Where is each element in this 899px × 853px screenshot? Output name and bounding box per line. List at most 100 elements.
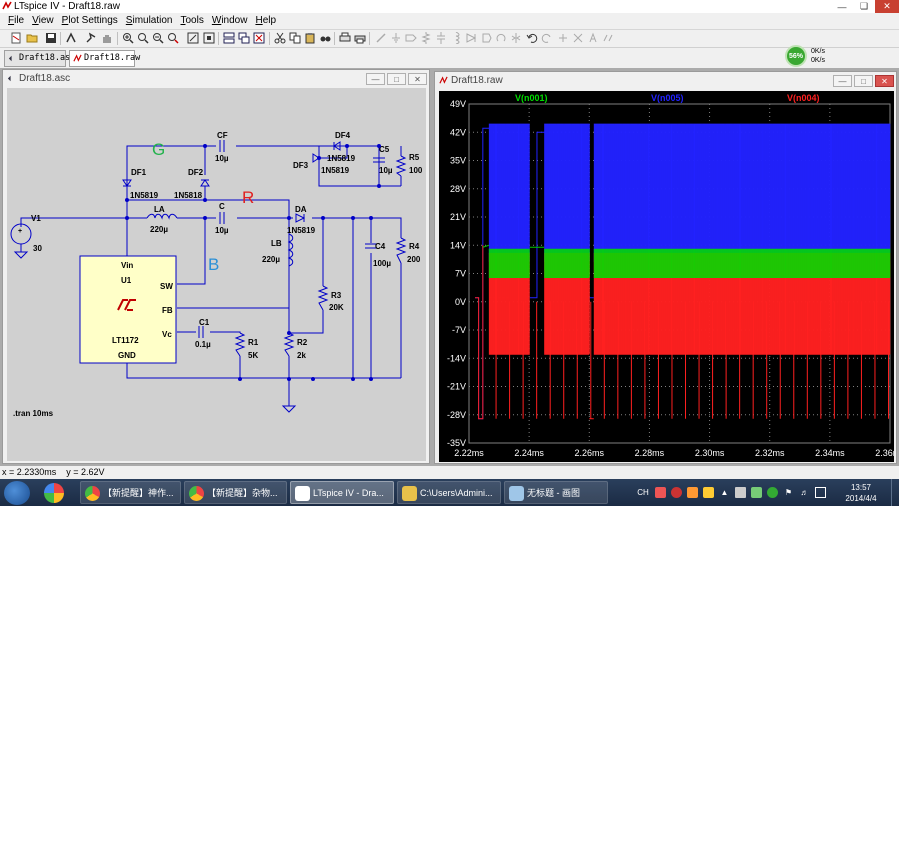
c1-capacitor[interactable] xyxy=(198,326,204,338)
show-desktop-button[interactable] xyxy=(891,479,899,506)
move-icon[interactable] xyxy=(571,31,585,45)
halt-hand-icon[interactable] xyxy=(100,31,114,45)
zoom-in-icon[interactable] xyxy=(121,31,135,45)
df4-diode[interactable] xyxy=(333,141,341,151)
r3-resistor[interactable] xyxy=(317,285,329,311)
c4-capacitor[interactable] xyxy=(365,243,377,249)
menu-help[interactable]: Help xyxy=(255,15,277,26)
trace-label-vn004[interactable]: V(n004) xyxy=(787,93,820,103)
r4-resistor[interactable] xyxy=(395,237,407,264)
find-icon[interactable] xyxy=(318,31,332,45)
flag-icon[interactable]: ⚑ xyxy=(784,488,793,497)
text-icon[interactable] xyxy=(586,31,600,45)
schematic-close-button[interactable]: ✕ xyxy=(408,73,427,85)
menu-file[interactable]: File xyxy=(8,15,25,26)
schematic-maximize-button[interactable]: □ xyxy=(387,73,406,85)
trace-label-vn001[interactable]: V(n001) xyxy=(515,93,548,103)
waveform-minimize-button[interactable]: — xyxy=(833,75,852,87)
taskbar-ltspice[interactable]: LTspice IV - Dra... xyxy=(290,481,394,504)
ime-icon[interactable] xyxy=(655,487,666,498)
cf-capacitor[interactable] xyxy=(219,140,225,152)
mirror-icon[interactable] xyxy=(509,31,523,45)
print-preview-icon[interactable] xyxy=(338,31,352,45)
menu-simulation[interactable]: Simulation xyxy=(125,15,173,26)
control-panel-icon[interactable] xyxy=(64,31,78,45)
restore-button[interactable]: ❏ xyxy=(859,1,869,11)
waveform-maximize-button[interactable]: □ xyxy=(854,75,873,87)
security-icon[interactable] xyxy=(671,487,682,498)
da-diode[interactable] xyxy=(295,213,306,223)
c5-capacitor[interactable] xyxy=(373,157,385,163)
menu-plot-settings[interactable]: Plot Settings xyxy=(61,15,118,26)
taskbar-explorer[interactable]: C:\Users\Admini... xyxy=(397,481,501,504)
r2-label: R2 xyxy=(297,338,308,347)
drag-icon[interactable] xyxy=(556,31,570,45)
network-icon[interactable] xyxy=(815,487,826,498)
tab-draft18-raw[interactable]: Draft18.raw xyxy=(69,50,140,67)
autorange-icon[interactable] xyxy=(186,31,200,45)
minimize-button[interactable]: — xyxy=(837,1,847,12)
shield-icon[interactable] xyxy=(751,487,762,498)
component-icon[interactable] xyxy=(479,31,493,45)
v1-source[interactable]: + xyxy=(10,223,32,259)
clock[interactable]: 13:57 2014/4/4 xyxy=(831,482,891,504)
tile-horizontal-icon[interactable] xyxy=(222,31,236,45)
df2-diode[interactable] xyxy=(200,179,210,187)
la-inductor[interactable] xyxy=(146,213,178,220)
diode-icon[interactable] xyxy=(464,31,478,45)
r1-resistor[interactable] xyxy=(234,332,246,357)
print-icon[interactable] xyxy=(353,31,367,45)
zoom-pan-icon[interactable] xyxy=(136,31,150,45)
spice-directive-icon[interactable] xyxy=(601,31,615,45)
language-indicator[interactable]: CH xyxy=(637,488,649,497)
taskbar-browser-2[interactable]: 【新提醒】杂物... xyxy=(184,481,287,504)
label-net-icon[interactable] xyxy=(404,31,418,45)
cascade-icon[interactable] xyxy=(237,31,251,45)
trace-label-vn005[interactable]: V(n005) xyxy=(651,93,684,103)
start-button[interactable] xyxy=(4,481,30,505)
rotate-icon[interactable] xyxy=(494,31,508,45)
cut-icon[interactable] xyxy=(273,31,287,45)
menu-view[interactable]: View xyxy=(32,15,54,26)
open-folder-icon[interactable] xyxy=(25,31,39,45)
ground-icon[interactable] xyxy=(389,31,403,45)
r2-resistor[interactable] xyxy=(283,332,295,357)
usb-icon[interactable] xyxy=(735,487,746,498)
volume-icon[interactable]: ♬ xyxy=(800,488,809,497)
undo-icon[interactable] xyxy=(525,31,539,45)
run-icon[interactable] xyxy=(84,31,98,45)
draw-wire-icon[interactable] xyxy=(374,31,388,45)
spice-directive[interactable]: .tran 10ms xyxy=(13,409,54,418)
df1-diode[interactable] xyxy=(122,179,132,187)
r5-resistor[interactable] xyxy=(395,155,407,177)
menu-window[interactable]: Window xyxy=(211,15,248,26)
resistor-icon[interactable] xyxy=(419,31,433,45)
new-schematic-icon[interactable] xyxy=(9,31,23,45)
zoom-out-icon[interactable] xyxy=(151,31,165,45)
capacitor-icon[interactable] xyxy=(434,31,448,45)
zoom-fit-icon[interactable] xyxy=(166,31,180,45)
close-all-icon[interactable] xyxy=(252,31,266,45)
tab-draft18-asc[interactable]: Draft18.asc xyxy=(4,50,75,67)
redo-icon[interactable] xyxy=(540,31,554,45)
lb-inductor[interactable] xyxy=(287,233,294,267)
paste-icon[interactable] xyxy=(303,31,317,45)
taskbar-paint[interactable]: 无标题 - 画图 xyxy=(504,481,608,504)
zoom-box-icon[interactable] xyxy=(202,31,216,45)
save-icon[interactable] xyxy=(44,31,58,45)
chat-icon[interactable] xyxy=(767,487,778,498)
schematic-canvas[interactable]: + V1 30 Vin U1 SW FB Vc LT1172 GND xyxy=(7,88,426,461)
schematic-minimize-button[interactable]: — xyxy=(366,73,385,85)
menu-tools[interactable]: Tools xyxy=(180,15,204,26)
close-button[interactable]: ✕ xyxy=(875,0,899,13)
inductor-icon[interactable] xyxy=(449,31,463,45)
copy-icon[interactable] xyxy=(288,31,302,45)
arrow-up-icon[interactable]: ▲ xyxy=(720,488,729,497)
tray-app-icon[interactable] xyxy=(687,487,698,498)
pinned-app-icon[interactable] xyxy=(44,483,64,503)
taskbar-browser-1[interactable]: 【新提醒】神作... xyxy=(80,481,181,504)
waveform-close-button[interactable]: ✕ xyxy=(875,75,894,87)
tray-app-icon-2[interactable] xyxy=(703,487,714,498)
c-capacitor[interactable] xyxy=(219,212,225,224)
